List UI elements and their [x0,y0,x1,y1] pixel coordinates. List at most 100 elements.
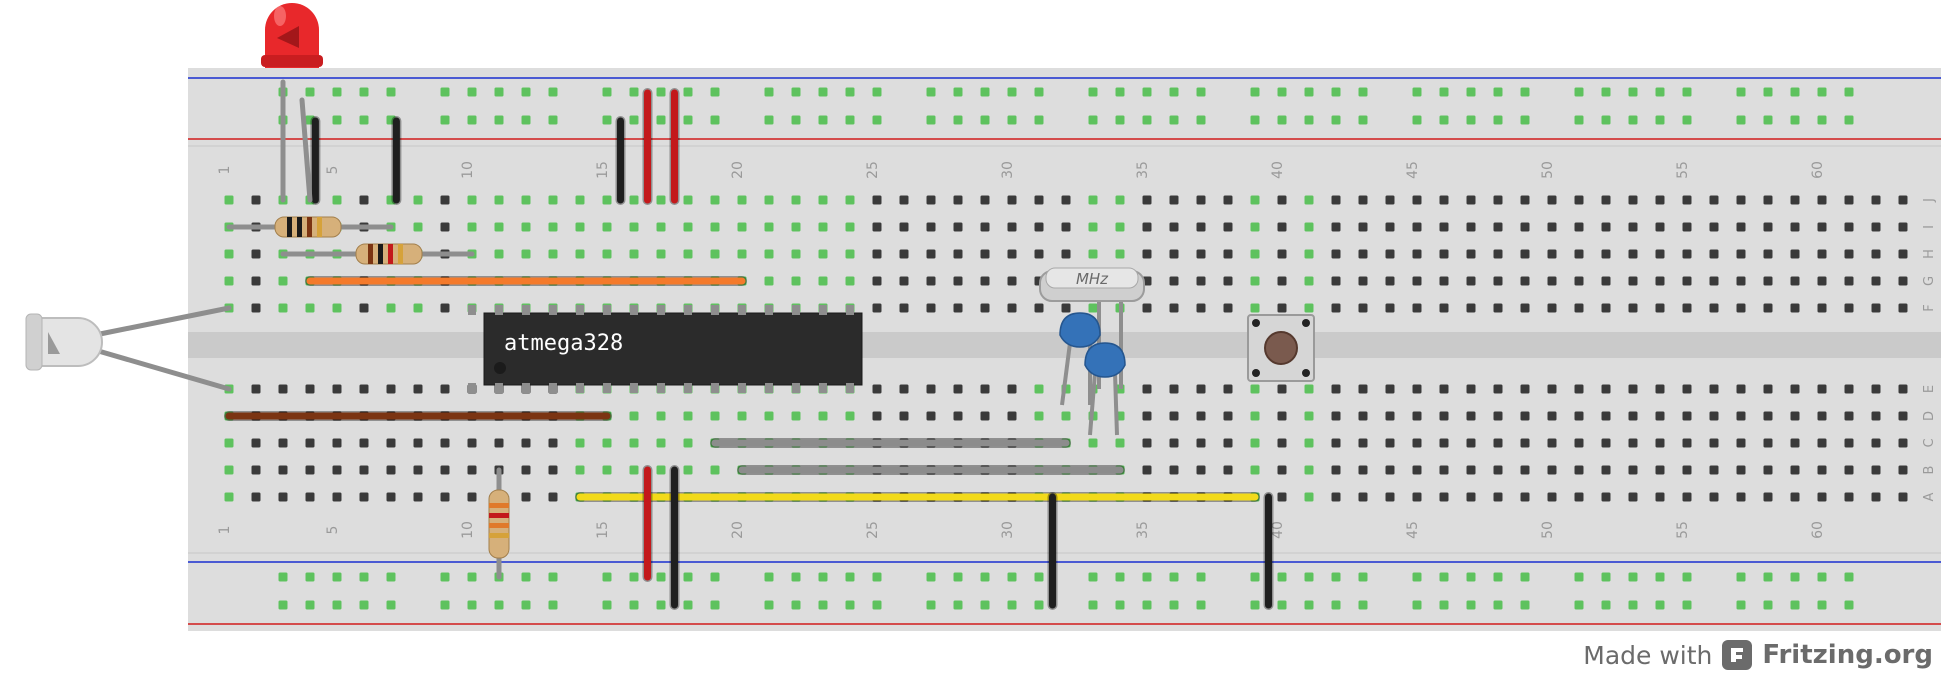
hole [1655,195,1665,205]
hole [1142,438,1152,448]
hole [1304,384,1314,394]
hole [1358,249,1368,259]
hole [1817,249,1827,259]
hole [1439,195,1449,205]
hole [1601,411,1611,421]
hole [1520,465,1530,475]
hole [1169,384,1179,394]
fritzing-credit: Made with Fritzing.org [1583,635,1933,675]
hole [1601,438,1611,448]
rail-hole [1736,572,1746,582]
hole [1682,411,1692,421]
hole [980,411,990,421]
hole [1304,492,1314,502]
hole [1871,303,1881,313]
hole [1601,276,1611,286]
rail-hole [1682,115,1692,125]
rail-hole [1358,600,1368,610]
resistor-3-band [489,533,509,538]
hole [1169,276,1179,286]
capacitor-2-lead [1088,372,1097,436]
rail-hole [1169,87,1179,97]
hole [440,303,450,313]
hole [1817,222,1827,232]
hole [1034,222,1044,232]
hole [359,465,369,475]
rail-hole [710,600,720,610]
hole [1898,465,1908,475]
hole [413,438,423,448]
rail-hole [1439,87,1449,97]
hole [1574,222,1584,232]
hole [521,465,531,475]
hole [683,438,693,448]
resistor-1-band [297,217,302,237]
hole [1736,492,1746,502]
hole [1277,384,1287,394]
hole [1223,276,1233,286]
hole [1898,492,1908,502]
hole [386,438,396,448]
hole [1304,465,1314,475]
hole [494,438,504,448]
hole [602,438,612,448]
rail-hole [1439,572,1449,582]
column-label: 60 [1810,161,1826,179]
rail-hole [1412,600,1422,610]
hole [1709,303,1719,313]
hole [251,303,261,313]
brand-text: Fritzing.org [1762,640,1933,670]
chip-pin [684,383,692,393]
hole [575,222,585,232]
hole [548,492,558,502]
hole [656,465,666,475]
rail-hole [1466,600,1476,610]
rail-hole [305,87,315,97]
rail-hole [332,115,342,125]
hole [1196,384,1206,394]
hole [332,303,342,313]
hole [1358,411,1368,421]
rail-hole [548,87,558,97]
hole [1061,195,1071,205]
hole [1790,384,1800,394]
hole [251,276,261,286]
hole [1601,195,1611,205]
hole [467,222,477,232]
hole [764,411,774,421]
hole [683,249,693,259]
hole [1682,465,1692,475]
hole [1736,411,1746,421]
rail-hole [1358,115,1368,125]
column-label: 45 [1405,521,1421,539]
hole [1250,411,1260,421]
rail-hole [980,87,990,97]
hole [1763,492,1773,502]
rail-hole [278,572,288,582]
chip-pin [630,305,638,315]
capacitor-1-lead [1060,342,1072,406]
hole [683,222,693,232]
hole [1061,303,1071,313]
hole [1196,465,1206,475]
rail-hole [791,115,801,125]
hole [467,438,477,448]
rail-hole [602,87,612,97]
hole [1277,222,1287,232]
hole [1628,438,1638,448]
hole [1223,249,1233,259]
row-label: I [1922,225,1937,229]
hole [1385,465,1395,475]
column-label: 20 [730,161,746,179]
hole [467,492,477,502]
rail-hole [1358,572,1368,582]
hole [1385,492,1395,502]
hole [1142,222,1152,232]
column-label: 1 [217,526,233,535]
hole [1358,384,1368,394]
row-label: H [1922,249,1937,259]
hole [1682,438,1692,448]
hole [980,249,990,259]
hole [1169,465,1179,475]
